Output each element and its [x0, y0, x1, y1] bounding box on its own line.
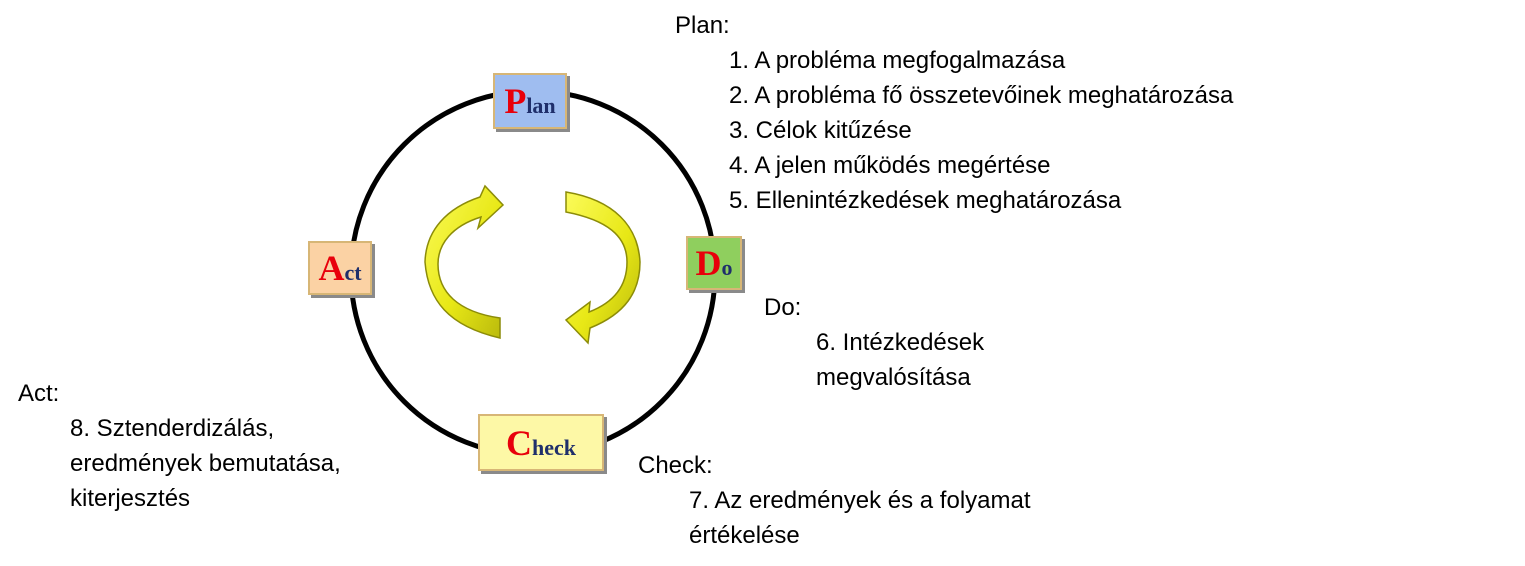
plan-rest: lan	[526, 93, 556, 118]
cycle-arrow-right	[564, 191, 641, 345]
cycle-circle	[348, 88, 718, 458]
check-initial: C	[506, 422, 532, 463]
act-line-2: eredmények bemutatása,	[70, 450, 341, 477]
check-rest: heck	[532, 434, 576, 460]
plan-step-2: 2. A probléma fő összetevőinek meghatáro…	[729, 82, 1234, 109]
do-line-1: 6. Intézkedések	[816, 329, 985, 356]
act-heading: Act:	[18, 380, 60, 407]
do-text-block: Do: 6. Intézkedések megvalósítása	[764, 290, 984, 395]
do-line-2: megvalósítása	[816, 364, 971, 391]
act-line-3: kiterjesztés	[70, 485, 191, 512]
check-heading: Check:	[638, 452, 713, 479]
do-heading: Do:	[764, 294, 802, 321]
plan-step-5: 5. Ellenintézkedések meghatározása	[729, 187, 1122, 214]
act-line-1: 8. Sztenderdizálás,	[70, 415, 275, 442]
check-text-block: Check: 7. Az eredmények és a folyamat ér…	[638, 448, 1031, 553]
act-text-block: Act: 8. Sztenderdizálás, eredmények bemu…	[18, 376, 341, 516]
cycle-arrow-left	[424, 184, 505, 339]
act-initial: A	[318, 248, 345, 288]
plan-text-block: Plan: 1. A probléma megfogalmazása 2. A …	[675, 8, 1233, 218]
check-line-2: értékelése	[689, 522, 800, 549]
do-initial: D	[695, 243, 722, 283]
plan-step-4: 4. A jelen működés megértése	[729, 152, 1051, 179]
plan-step-3: 3. Célok kitűzése	[729, 117, 912, 144]
check-line-1: 7. Az eredmények és a folyamat	[689, 487, 1031, 514]
act-rest: ct	[344, 260, 362, 285]
plan-initial: P	[504, 81, 527, 121]
plan-heading: Plan:	[675, 12, 730, 39]
do-rest: o	[721, 255, 733, 280]
plan-step-1: 1. A probléma megfogalmazása	[729, 47, 1066, 74]
